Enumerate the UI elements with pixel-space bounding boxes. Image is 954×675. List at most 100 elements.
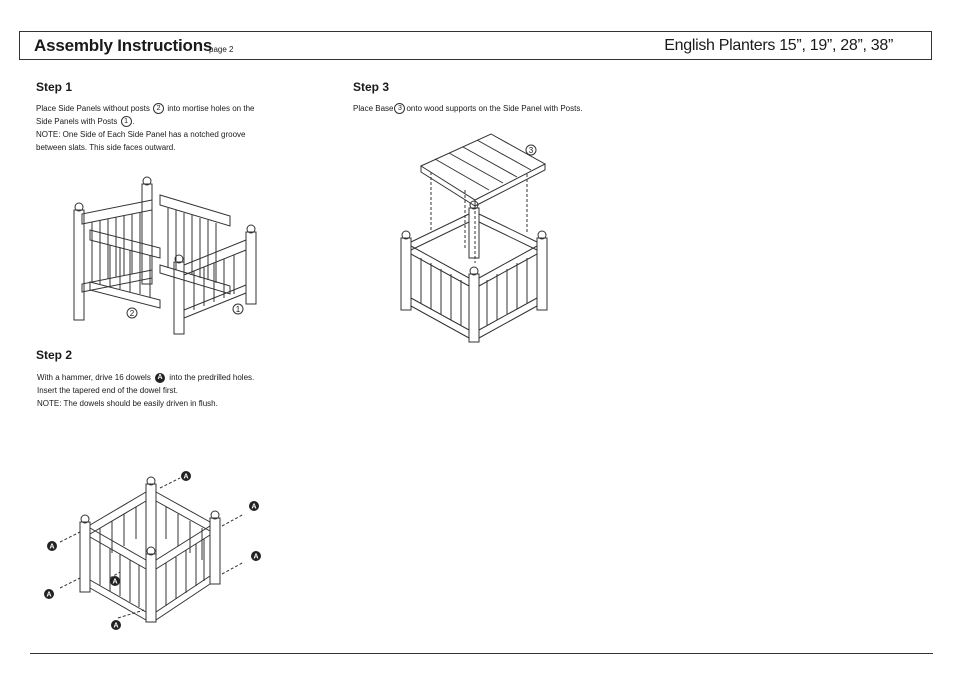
left-post <box>79 521 91 593</box>
back-left-rails-top <box>89 491 147 535</box>
step2-line1-a: With a hammer, drive 16 dowels <box>37 373 151 382</box>
dowel-a-ref: A <box>155 372 166 383</box>
callout-2-circle <box>126 307 138 319</box>
front-post-cap <box>146 546 156 556</box>
step1-heading: Step 1 <box>36 80 73 94</box>
dowel-a-label-5: A <box>112 579 117 586</box>
step2-line1: With a hammer, drive 16 dowels A into th… <box>37 371 277 384</box>
front-left-rails-top <box>410 245 470 287</box>
dowel-a-badge-2 <box>249 501 259 511</box>
step3-line1-b: onto wood supports on the Side Panel wit… <box>406 104 583 113</box>
step3-line1-a: Place Base <box>353 104 394 113</box>
dowel-a-label-7: A <box>113 623 118 630</box>
back-slats <box>99 507 203 560</box>
step2-line1-b: into the predrilled holes. <box>169 373 255 382</box>
right-post <box>536 237 548 311</box>
front-left-rail-bottom <box>89 281 161 309</box>
front-right-rail-top <box>183 239 247 276</box>
front-post <box>468 273 480 343</box>
back-post-cap <box>146 476 156 486</box>
header-box: Assembly Instructions page 2 English Pla… <box>19 31 932 60</box>
front-right-rails-bottom <box>155 575 211 621</box>
back-left-rails <box>410 213 470 251</box>
step1-line1-a: Place Side Panels without posts <box>36 104 150 113</box>
front-left-rail-top <box>89 229 161 259</box>
front-right-slats <box>165 539 205 606</box>
back-left-post-cap <box>142 176 152 186</box>
front-post-cap <box>469 266 479 276</box>
front-left-rails-top <box>89 527 147 570</box>
dowel-a-label-4: A <box>253 554 258 561</box>
back-right-slats <box>167 208 217 283</box>
back-left-rail-top <box>81 199 153 225</box>
left-post-cap <box>401 230 411 240</box>
step1-note2: between slats. This side faces outward. <box>36 143 176 152</box>
base-guides <box>430 172 528 263</box>
step1-text: Place Side Panels without posts 2 into m… <box>36 102 276 154</box>
back-left-post <box>141 183 153 285</box>
left-post-cap <box>74 202 84 212</box>
dowel-a-badge-5 <box>110 576 120 586</box>
right-post <box>209 517 221 585</box>
document-title: Assembly Instructions <box>34 36 213 55</box>
callout-3-circle <box>525 144 537 156</box>
callout-1-label: 1 <box>236 305 241 314</box>
right-post <box>245 231 257 305</box>
step2-heading: Step 2 <box>36 348 73 362</box>
step2-line2: Insert the tapered end of the dowel firs… <box>37 386 178 395</box>
front-right-rails-top <box>478 245 538 287</box>
back-right-rail-top <box>159 194 231 227</box>
part-3-ref: 3 <box>394 103 406 115</box>
front-right-slats <box>193 255 235 310</box>
base-left-edge <box>420 166 476 207</box>
back-right-rails <box>478 213 538 251</box>
step2-illustration: A A A A A A A <box>44 471 261 630</box>
step1-line2-a: Side Panels with Posts <box>36 117 118 126</box>
back-post <box>145 483 157 555</box>
back-right-rails-top <box>155 491 211 532</box>
front-left-slats <box>420 258 462 325</box>
dowel-a-badge-4 <box>251 551 261 561</box>
step1-note1: NOTE: One Side of Each Side Panel has a … <box>36 130 246 139</box>
front-right-slats <box>486 258 528 325</box>
back-left-rail-bottom <box>81 269 153 293</box>
dowel-a-badge-7 <box>111 620 121 630</box>
back-post-cap <box>469 200 479 210</box>
part-1-ref: 1 <box>120 116 132 128</box>
step1-illustration: 2 1 <box>73 176 257 335</box>
step1-line2-b: . <box>132 117 135 126</box>
front-right-rails-top <box>155 525 211 570</box>
front-left-rails-bottom <box>410 297 470 339</box>
front-right-post-cap <box>174 254 184 264</box>
back-right-rail-bottom <box>159 264 231 295</box>
dowel-a-badge-6 <box>44 589 54 599</box>
left-post <box>400 237 412 311</box>
page-label: page 2 <box>209 45 234 54</box>
front-left-rails-bottom <box>89 579 147 621</box>
footer-rule <box>30 653 933 654</box>
product-title: English Planters 15”, 19”, 28”, 38” <box>664 37 893 54</box>
step2-note: NOTE: The dowels should be easily driven… <box>37 399 218 408</box>
step2-text: With a hammer, drive 16 dowels A into th… <box>37 371 277 410</box>
dowel-a-badge-3 <box>47 541 57 551</box>
back-post <box>468 207 480 259</box>
dowel-a-label-1: A <box>183 474 188 481</box>
step1-line1: Place Side Panels without posts 2 into m… <box>36 102 276 115</box>
left-post <box>73 209 85 321</box>
front-right-rails-bottom <box>478 297 538 339</box>
callout-3-label: 3 <box>529 146 534 155</box>
callout-2-label: 2 <box>130 309 135 318</box>
right-post-cap <box>210 510 220 520</box>
right-post-cap <box>537 230 547 240</box>
right-post-cap <box>246 224 256 234</box>
left-post-cap <box>80 514 90 524</box>
dowel-a-label-6: A <box>46 592 51 599</box>
front-right-post <box>173 261 185 335</box>
part-2-ref: 2 <box>153 103 165 115</box>
step3-heading: Step 3 <box>353 80 390 94</box>
dowel-a-label-3: A <box>49 544 54 551</box>
dowel-a-badge-1 <box>181 471 191 481</box>
front-left-slats <box>99 242 151 297</box>
base-right-edge <box>474 164 546 207</box>
